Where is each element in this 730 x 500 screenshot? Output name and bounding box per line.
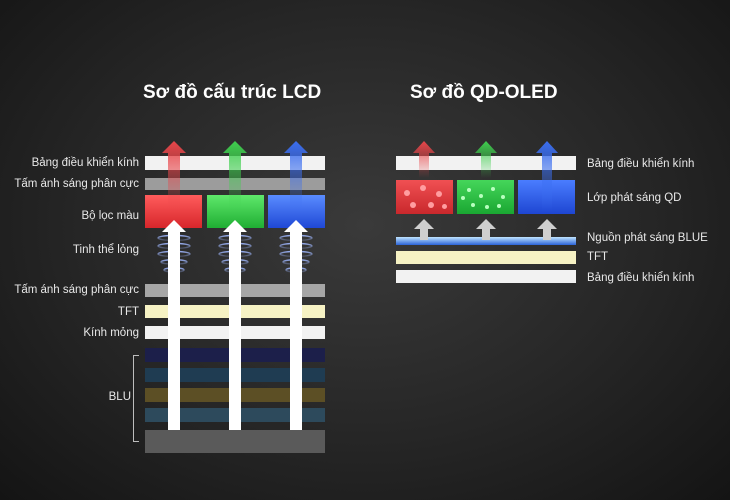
qd-grey-arrow-3 (537, 219, 557, 240)
qd-grey-arrows (414, 219, 557, 240)
qd-tft-layer (396, 251, 576, 264)
qd-label-blue-source: Nguồn phát sáng BLUE (587, 232, 708, 244)
lcd-title: Sơ đồ cấu trúc LCD (143, 82, 322, 103)
lcd-label-liquid-crystal: Tinh thể lỏng (72, 244, 139, 256)
lcd-white-arrow-green (223, 220, 247, 430)
qd-green-arrow-icon (475, 141, 497, 178)
lcd-label-blu: BLU (108, 391, 131, 403)
qd-red-arrow-icon (413, 141, 435, 178)
qd-pixel-green (457, 180, 514, 214)
qd-grey-arrow-1 (414, 219, 434, 240)
lcd-blue-arrow-icon (284, 141, 308, 212)
lcd-label-glass-panel: Bảng điều khiển kính (31, 157, 139, 169)
qd-blue-source-layer (396, 237, 576, 245)
qdoled-title: Sơ đồ QD-OLED (410, 82, 558, 103)
qd-label-qd-layer: Lớp phát sáng QD (587, 192, 682, 204)
qd-label-glass-top: Bảng điều khiển kính (587, 158, 695, 170)
qd-label-tft: TFT (587, 251, 609, 263)
lcd-green-arrow-icon (223, 141, 247, 212)
qd-glass-panel-bottom (396, 270, 576, 283)
lcd-label-tft: TFT (117, 306, 139, 318)
lcd-label-thin-glass: Kính mỏng (83, 327, 139, 339)
lcd-label-color-filter: Bộ lọc màu (81, 210, 139, 222)
lcd-white-arrows (162, 220, 308, 430)
lcd-white-arrow-blue (284, 220, 308, 430)
qd-blue-arrow-icon (536, 141, 558, 212)
qd-pixel-red (396, 180, 453, 214)
blu-bracket (133, 355, 139, 442)
lcd-white-arrow-red (162, 220, 186, 430)
lcd-label-polarizer-top: Tấm ánh sáng phân cực (14, 178, 139, 190)
lcd-label-polarizer-bottom: Tấm ánh sáng phân cực (14, 284, 139, 296)
lcd-red-arrow-icon (162, 141, 186, 212)
qd-label-glass-bottom: Bảng điều khiển kính (587, 272, 695, 284)
qd-grey-arrow-2 (476, 219, 496, 240)
blu-light-source (145, 430, 325, 453)
